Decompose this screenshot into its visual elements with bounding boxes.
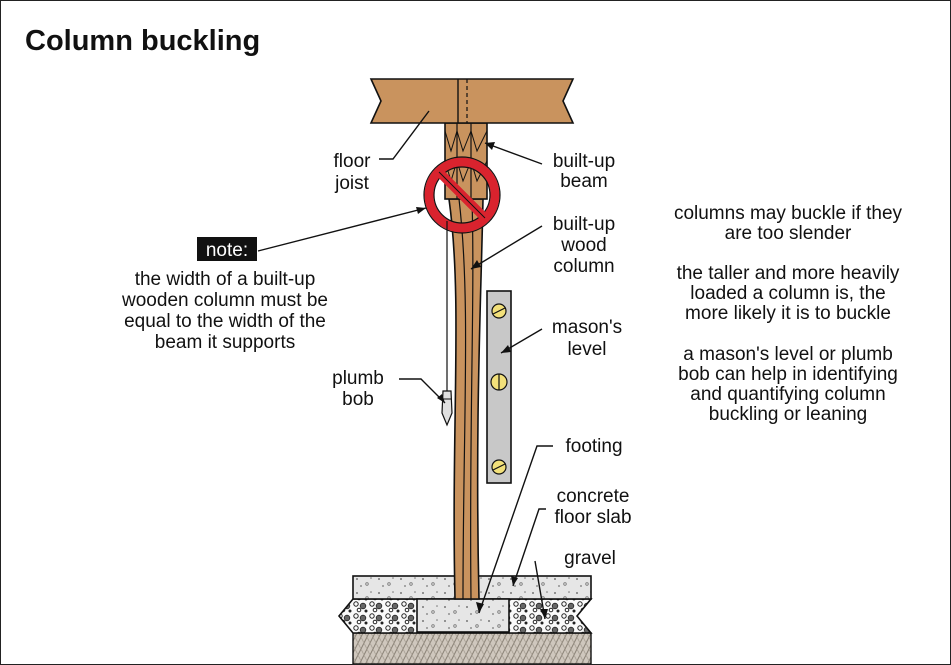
info-p2-line-2: loaded a column is, the (690, 283, 885, 304)
leader-concrete-floor-slab (512, 508, 546, 587)
label-plumb-bob-1: plumb (332, 368, 384, 389)
info-p3-line-3: and quantifying column (690, 384, 885, 405)
label-built-up-beam-1: built-up (553, 151, 615, 172)
leader-lines (257, 110, 553, 620)
info-p3-line-1: a mason's level or plumb (683, 344, 893, 365)
note-line-1: the width of a built-up (135, 269, 316, 290)
soil (352, 632, 592, 664)
masons-level-icon (486, 290, 512, 484)
info-text: columns may buckle if they are too slend… (674, 203, 903, 425)
note-block: note: the width of a built-up wooden col… (121, 237, 328, 353)
prohibition-icon (423, 156, 501, 234)
arrowheads (416, 142, 548, 619)
leader-plumb-bob (399, 378, 446, 404)
label-floor-joist-2: joist (334, 173, 370, 194)
note-tag: note: (206, 240, 248, 261)
info-p1-line-1: columns may buckle if they (674, 203, 903, 224)
label-footing: footing (565, 436, 622, 457)
ground-assembly (337, 575, 593, 664)
leader-floor-joist (379, 110, 430, 160)
component-labels: floor joist built-up beam built-up wood … (332, 151, 631, 569)
label-masons-level-1: mason's (552, 317, 622, 338)
note-tag-background (197, 237, 257, 261)
diagram-title: Column buckling (25, 25, 260, 57)
label-built-up-column-1: built-up (553, 214, 615, 235)
note-line-2: wooden column must be (121, 290, 328, 311)
label-masons-level-2: level (567, 339, 606, 360)
info-p2-line-3: more likely it is to buckle (685, 303, 891, 324)
label-gravel: gravel (564, 548, 616, 569)
plumb-bob-icon (441, 221, 453, 427)
leader-note (257, 207, 427, 252)
label-plumb-bob-2: bob (342, 389, 374, 410)
floor-joist (369, 78, 575, 124)
label-built-up-column-2: wood (560, 235, 606, 256)
footing (416, 598, 510, 633)
built-up-wood-column (448, 198, 484, 600)
note-line-4: beam it supports (155, 332, 295, 353)
label-built-up-column-3: column (553, 256, 614, 277)
label-concrete-floor-slab-1: concrete (557, 486, 630, 507)
leader-built-up-column (470, 225, 543, 270)
label-floor-joist-1: floor (334, 151, 372, 172)
note-line-3: equal to the width of the (124, 311, 326, 332)
leader-footing (478, 445, 553, 614)
label-built-up-beam-2: beam (560, 171, 608, 192)
label-concrete-floor-slab-2: floor slab (554, 507, 631, 528)
info-p2-line-1: the taller and more heavily (677, 263, 900, 284)
info-p3-line-4: buckling or leaning (709, 404, 867, 425)
info-p3-line-2: bob can help in identifying (678, 364, 898, 385)
info-p1-line-2: are too slender (725, 223, 852, 244)
leader-built-up-beam (484, 142, 543, 165)
